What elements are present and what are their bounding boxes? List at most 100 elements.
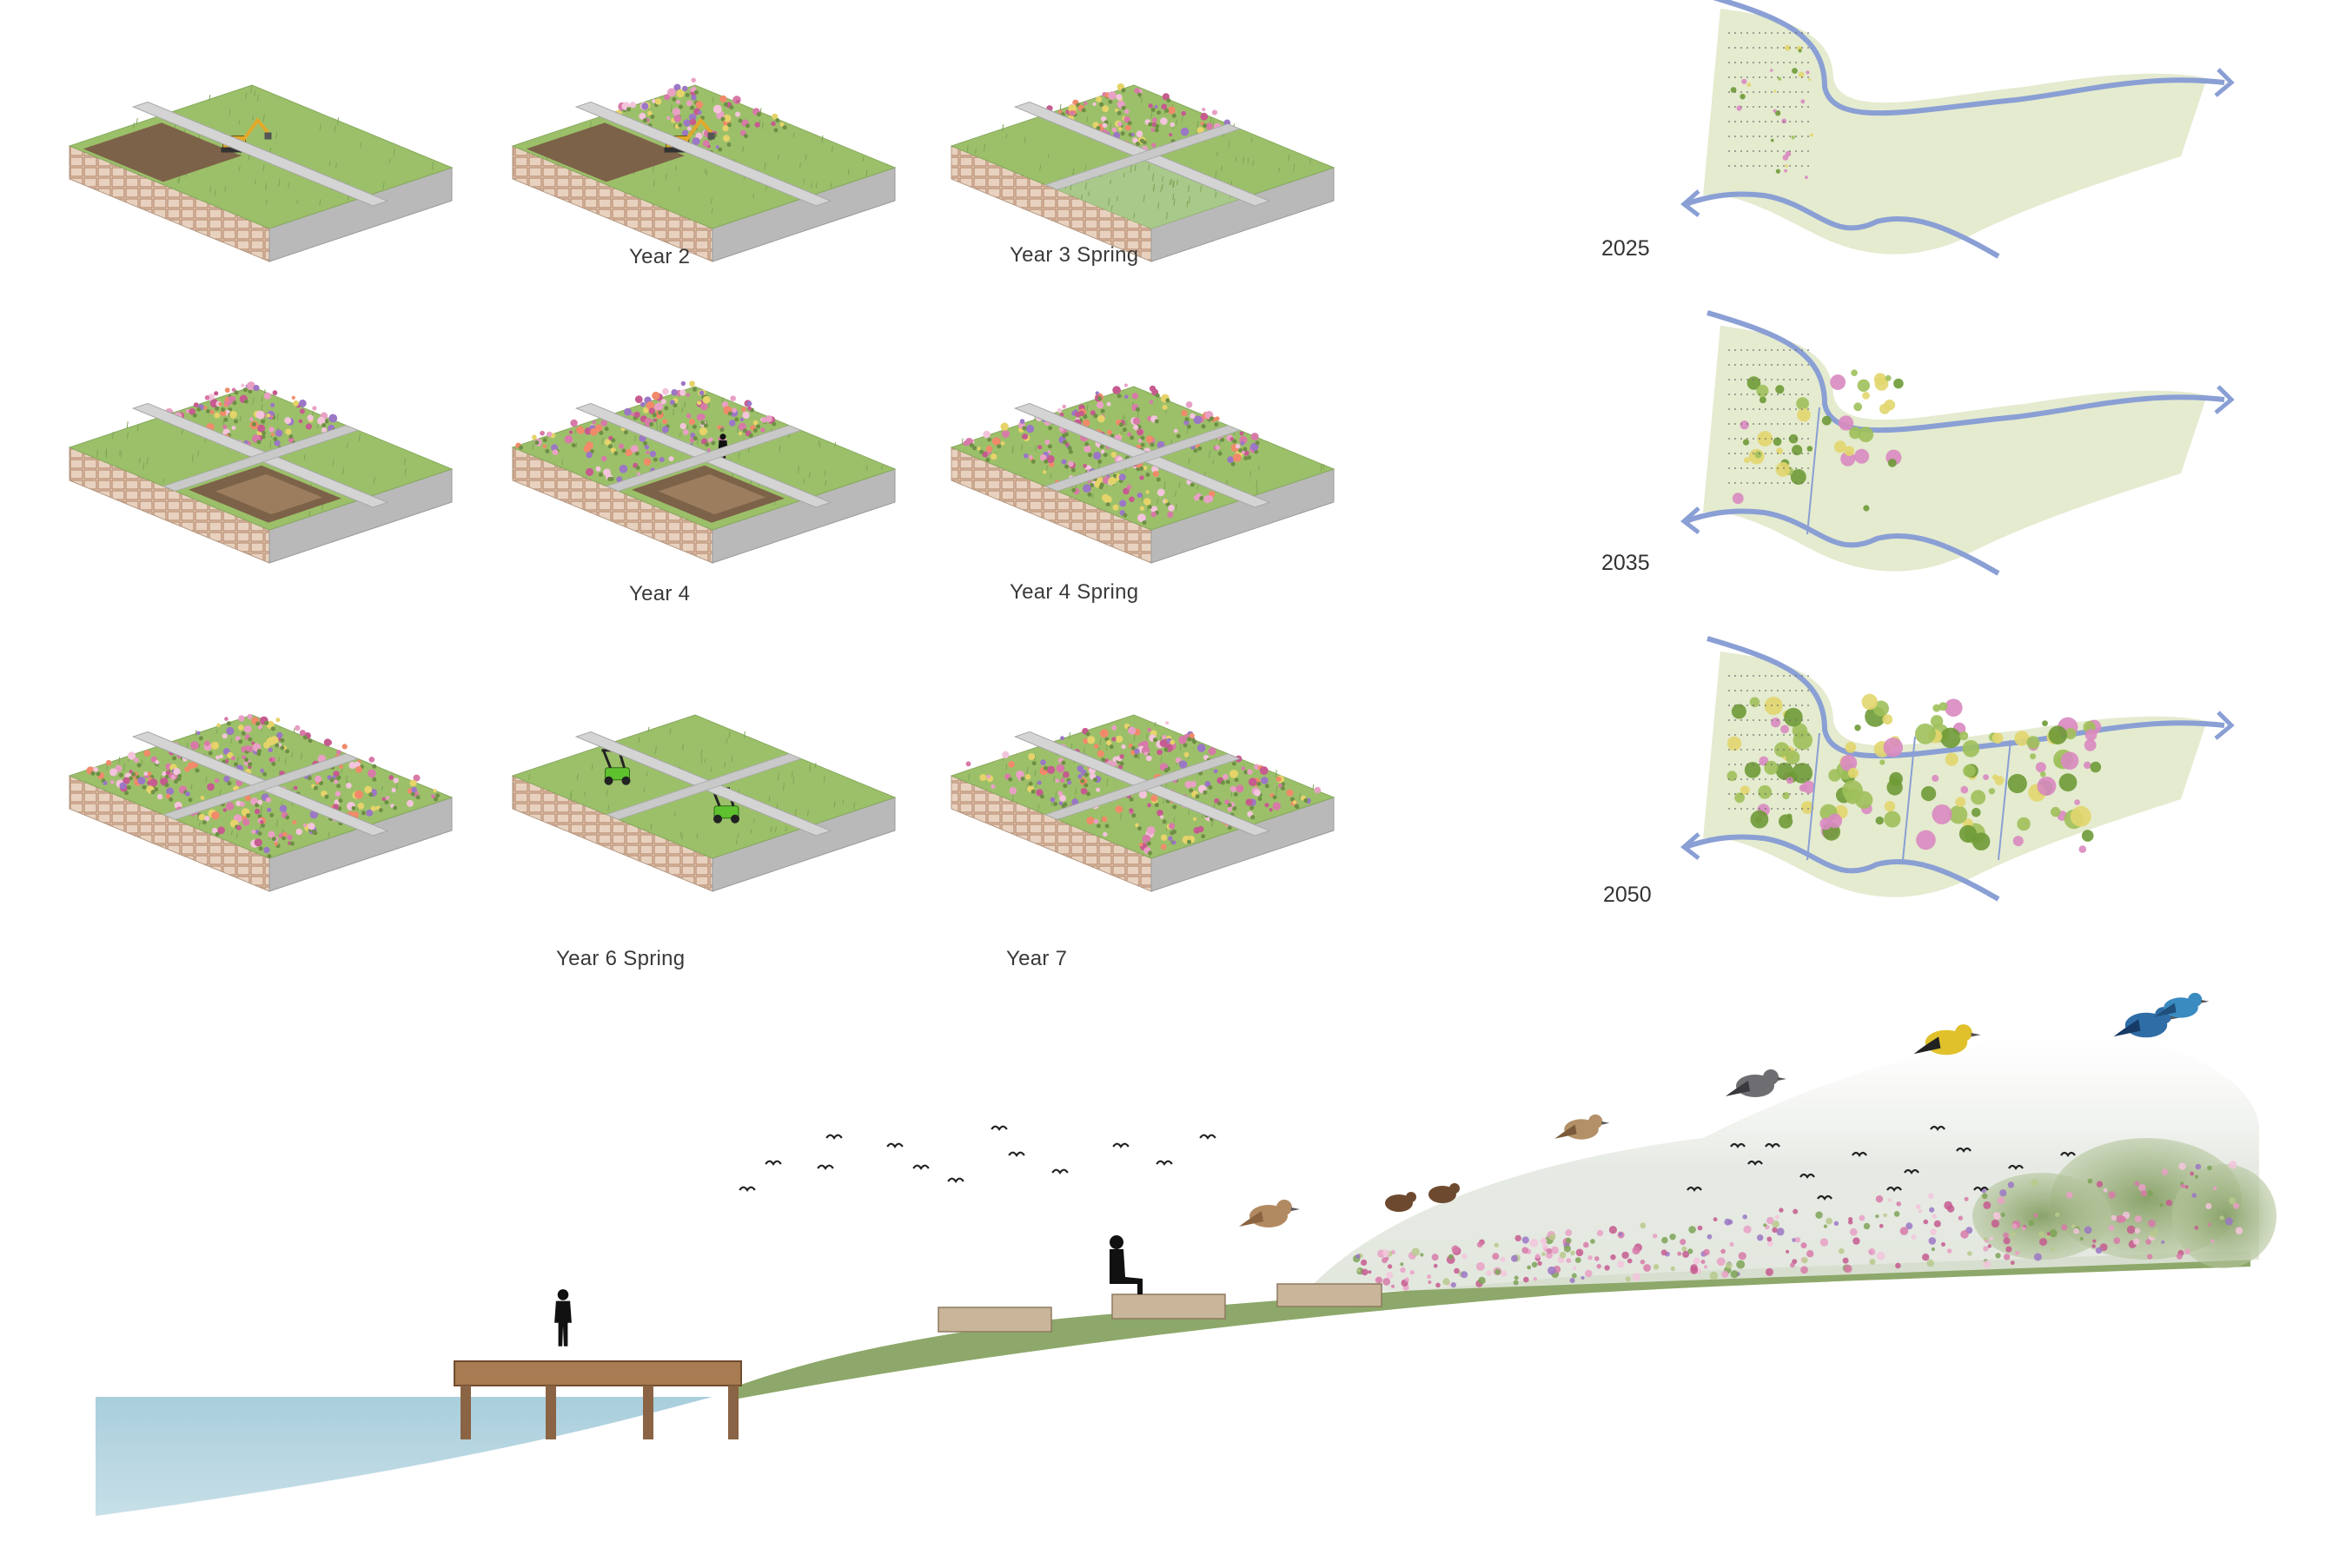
flower-mark xyxy=(134,758,139,763)
flower-mark xyxy=(434,789,437,792)
meadow-mark xyxy=(1815,1212,1822,1219)
planting-dot xyxy=(1740,749,1742,751)
leaf-mark xyxy=(1250,815,1255,819)
vegetation-dot xyxy=(1773,109,1777,113)
planting-dot xyxy=(1728,165,1730,167)
planting-dot xyxy=(1777,106,1779,108)
meadow-mark xyxy=(1448,1254,1454,1260)
flower-mark xyxy=(300,730,306,736)
leaf-mark xyxy=(783,125,787,129)
meadow-mark xyxy=(1932,1214,1938,1219)
leaf-mark xyxy=(1119,422,1123,427)
meadow-mark xyxy=(1405,1278,1409,1282)
vegetation-dot xyxy=(1959,825,1977,843)
flower-mark xyxy=(697,400,701,405)
meadow-mark xyxy=(1717,1257,1726,1266)
planting-dot xyxy=(1765,423,1766,425)
planting-dot xyxy=(1759,106,1760,108)
meadow-mark xyxy=(2177,1254,2183,1260)
flower-mark xyxy=(1119,500,1126,506)
flower-mark xyxy=(308,823,315,830)
flower-mark xyxy=(630,102,636,108)
meadow-mark xyxy=(2047,1232,2051,1235)
meadow-mark xyxy=(1879,1224,1884,1228)
leaf-mark xyxy=(1164,748,1169,752)
flower-mark xyxy=(662,427,669,433)
meadow-mark xyxy=(1826,1218,1832,1225)
planting-dot xyxy=(1734,47,1736,49)
leaf-mark xyxy=(256,440,261,444)
planting-dot xyxy=(1740,47,1742,49)
leaf-mark xyxy=(336,784,341,788)
leaf-mark xyxy=(271,762,275,766)
vegetation-dot xyxy=(1783,155,1789,161)
flower-mark xyxy=(207,784,215,791)
meadow-mark xyxy=(1704,1265,1707,1268)
planting-dot xyxy=(1728,719,1730,721)
planting-dot xyxy=(1795,91,1797,93)
planting-dot xyxy=(1753,62,1754,63)
planting-dot xyxy=(1728,106,1730,108)
planting-dot xyxy=(1765,121,1766,122)
planting-dot xyxy=(1795,349,1797,351)
planting-dot xyxy=(1777,76,1779,78)
flower-mark xyxy=(687,127,692,131)
leaf-mark xyxy=(1243,447,1247,452)
planting-dot xyxy=(1807,106,1809,108)
flower-mark xyxy=(1060,778,1064,783)
vegetation-dot xyxy=(1955,797,1965,807)
planting-dot xyxy=(1753,438,1754,440)
planting-dot xyxy=(1801,749,1803,751)
meadow-mark xyxy=(2207,1166,2212,1171)
flower-mark xyxy=(1236,444,1241,449)
meadow-mark xyxy=(1839,1248,1845,1254)
flower-mark xyxy=(1246,798,1253,805)
leaf-mark xyxy=(611,438,615,442)
leaf-mark xyxy=(1243,456,1248,460)
meadow-mark xyxy=(1934,1221,1941,1227)
planting-dot xyxy=(1777,808,1779,810)
planting-dot xyxy=(1746,121,1748,122)
planting-dot xyxy=(1753,453,1754,454)
meadow-mark xyxy=(2178,1162,2185,1169)
flower-mark xyxy=(1209,747,1216,755)
flower-mark xyxy=(253,385,259,391)
flower-mark xyxy=(335,791,341,797)
planting-dot xyxy=(1746,482,1748,484)
leaf-mark xyxy=(1080,779,1084,784)
planting-dot xyxy=(1807,349,1809,351)
flower-mark xyxy=(686,414,692,419)
planting-dot xyxy=(1765,690,1766,691)
bird-icon xyxy=(1200,1135,1216,1138)
flower-mark xyxy=(641,103,648,109)
meadow-mark xyxy=(2108,1191,2115,1198)
planting-dot xyxy=(1783,764,1785,765)
flower-mark xyxy=(185,791,190,797)
planting-dot xyxy=(1746,62,1748,63)
flower-mark xyxy=(1001,423,1009,431)
meadow-mark xyxy=(1744,1226,1752,1234)
leaf-mark xyxy=(599,473,603,477)
planting-dot xyxy=(1807,76,1809,78)
leaf-mark xyxy=(543,438,547,442)
planting-dot xyxy=(1771,675,1773,677)
planting-dot xyxy=(1734,121,1736,122)
planting-dot xyxy=(1795,453,1797,454)
leaf-mark xyxy=(1249,805,1254,810)
flower-mark xyxy=(686,393,690,396)
flower-mark xyxy=(271,433,275,436)
flower-mark xyxy=(680,423,686,429)
meadow-mark xyxy=(1633,1273,1640,1280)
flower-mark xyxy=(682,86,687,91)
planting-dot xyxy=(1734,76,1736,78)
leaf-mark xyxy=(1235,777,1239,782)
vegetation-dot xyxy=(1862,392,1870,400)
meadow-mark xyxy=(1912,1234,1917,1240)
meadow-mark xyxy=(2147,1190,2153,1196)
planting-dot xyxy=(1807,719,1809,721)
meadow-mark xyxy=(2220,1215,2224,1220)
flower-mark xyxy=(570,420,577,427)
flower-mark xyxy=(204,740,209,745)
flower-mark xyxy=(224,717,229,721)
leaf-mark xyxy=(308,776,312,780)
